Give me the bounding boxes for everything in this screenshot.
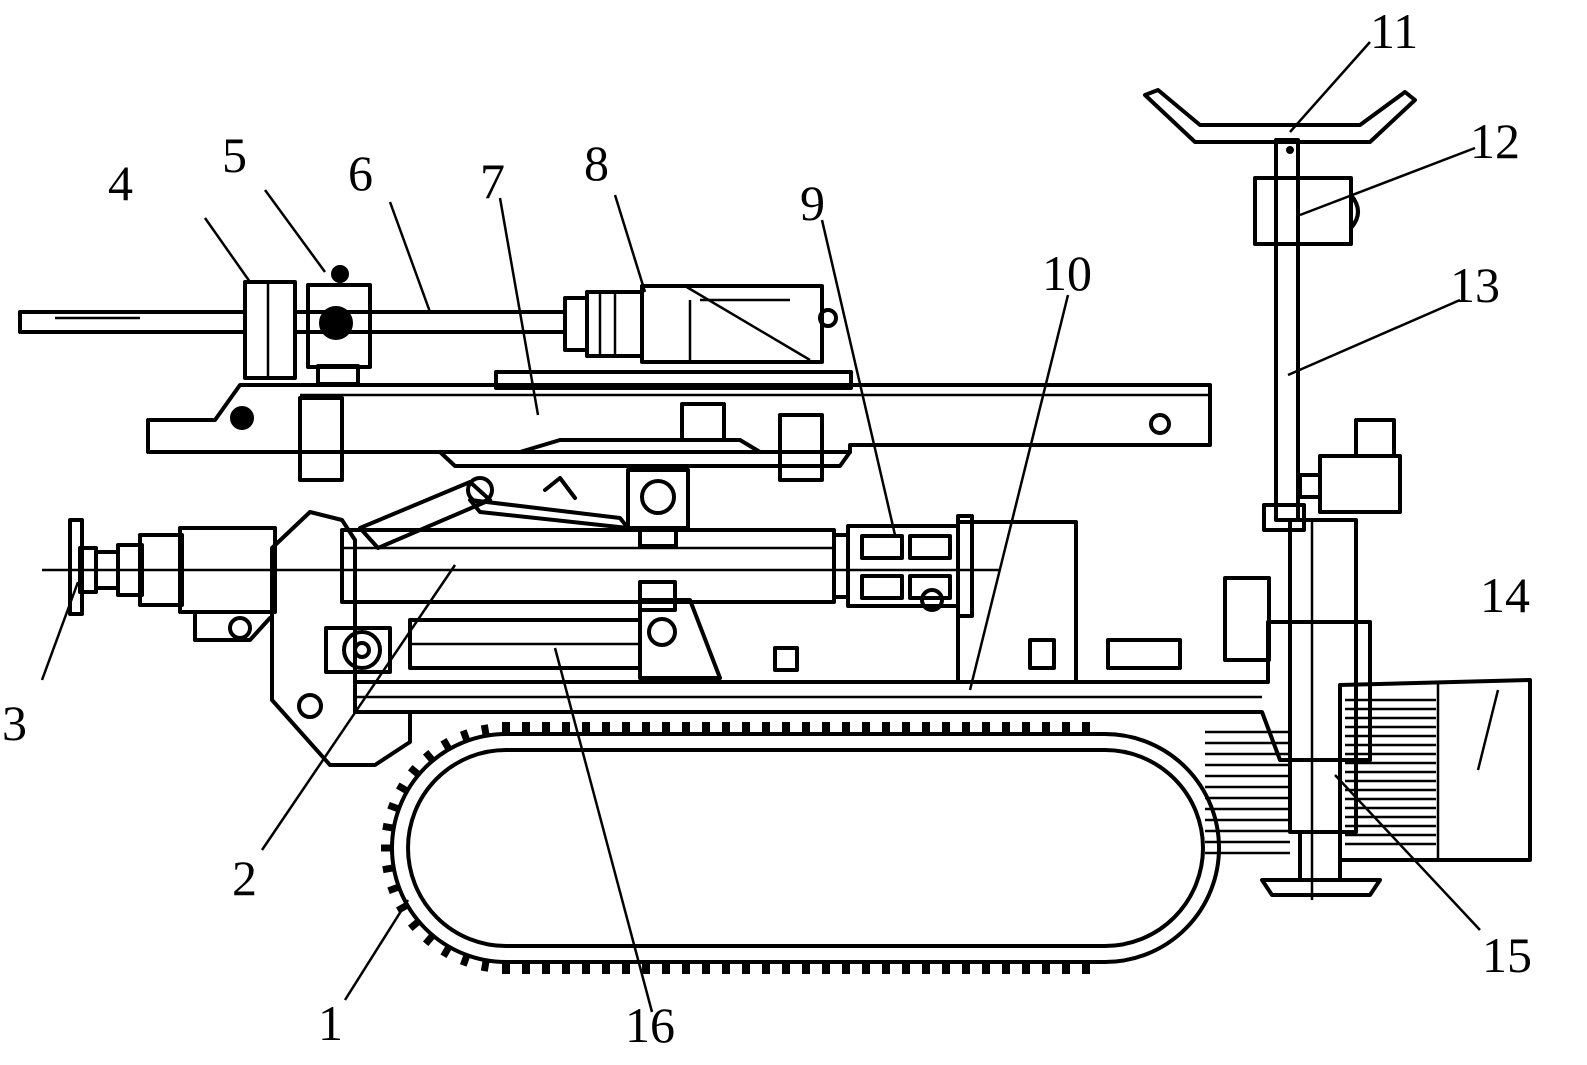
label-15: 15 [1482, 927, 1532, 983]
label-1: 1 [318, 995, 343, 1051]
lift-cylinder [408, 580, 722, 680]
label-4: 4 [108, 155, 133, 211]
lower-drill-head [42, 518, 1000, 642]
label-10: 10 [1042, 245, 1092, 301]
label-13: 13 [1450, 257, 1500, 313]
label-6: 6 [348, 145, 373, 201]
vertical-unit [1260, 518, 1382, 900]
seat-column [1253, 138, 1360, 532]
label-5: 5 [222, 127, 247, 183]
label-16: 16 [625, 997, 675, 1053]
label-7: 7 [480, 153, 505, 209]
label-11: 11 [1370, 3, 1418, 59]
label-14: 14 [1480, 567, 1530, 623]
crawler-track [381, 722, 1221, 974]
hydraulic-valves [1106, 418, 1402, 670]
motor-fins [1205, 698, 1436, 855]
label-9: 9 [800, 175, 825, 231]
electric-motor [1205, 678, 1532, 862]
main-frame [353, 620, 1372, 762]
label-2: 2 [232, 850, 257, 906]
leader-lines [40, 41, 1500, 1013]
boom-linkage [358, 468, 690, 550]
label-8: 8 [584, 135, 609, 191]
front-swing-plate [270, 510, 412, 767]
upper-drill-rod [18, 280, 567, 380]
gearbox [306, 265, 372, 386]
label-3: 3 [2, 695, 27, 751]
upper-beam [146, 370, 1212, 482]
operator-seat [1143, 88, 1417, 144]
track-teeth [381, 722, 1090, 974]
callout-labels: 1 2 3 4 5 6 7 8 9 10 11 12 13 14 15 16 [2, 3, 1532, 1053]
label-12: 12 [1470, 113, 1520, 169]
lower-drill-boom [340, 514, 1078, 684]
upper-drill-head [563, 284, 838, 364]
